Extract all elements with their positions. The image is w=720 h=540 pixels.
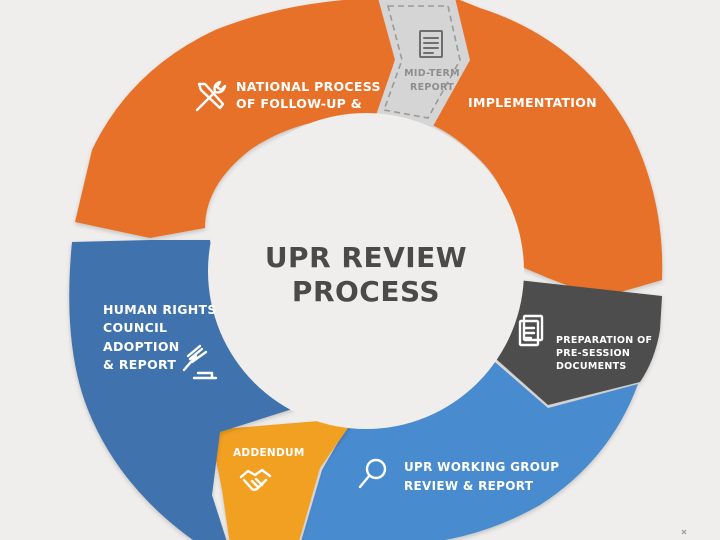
center-title-line1: UPR REVIEW [265,241,467,274]
segment-hrc-adoption [69,240,305,540]
preparation-label-line3: DOCUMENTS [556,361,627,372]
segment-mid-term [375,0,470,128]
mid-term-label-line2: REPORT [410,82,454,93]
hrc-label-line4: & REPORT [103,357,176,372]
segment-addendum [210,418,355,540]
follow-up-label-line1: NATIONAL PROCESS [236,79,381,94]
tools-icon [195,80,227,112]
center-hub [208,113,524,429]
addendum-label: ADDENDUM [233,447,305,459]
hrc-label-line1: HUMAN RIGHTS [103,302,217,317]
hrc-label-line2: COUNCIL [103,320,167,335]
segment-preparation [495,280,662,405]
magnifier-icon [358,458,387,489]
preparation-label-line1: PREPARATION OF [556,335,652,346]
follow-up-label-line2: OF FOLLOW-UP & [236,96,362,111]
center-title-line2: PROCESS [292,275,440,308]
gavel-icon [182,344,218,380]
document-icon [419,30,443,58]
hrc-label-line3: ADOPTION [103,339,180,354]
handshake-icon [239,468,272,491]
working-group-label-line2: REVIEW & REPORT [404,479,534,493]
segment-working-group [301,362,638,540]
preparation-label-line2: PRE-SESSION [556,348,630,359]
working-group-label-line1: UPR WORKING GROUP [404,460,559,474]
mid-term-label-line1: MID-TERM [404,68,460,79]
documents-stack-icon [518,314,544,347]
segment-implementation [432,0,663,298]
implementation-label: IMPLEMENTATION [468,95,597,110]
corner-mark [681,529,687,535]
segment-follow-up [75,0,398,238]
